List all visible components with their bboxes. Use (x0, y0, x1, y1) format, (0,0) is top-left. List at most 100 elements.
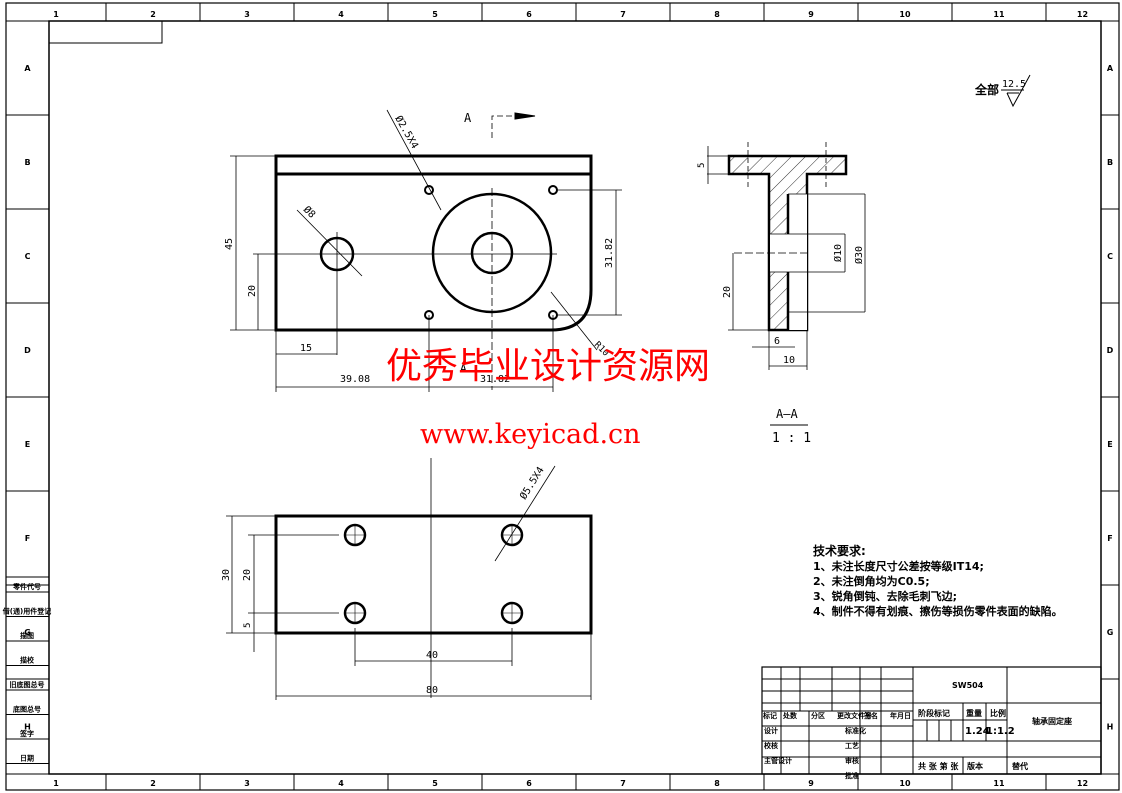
svg-text:30: 30 (221, 569, 232, 581)
svg-text:1 : 1: 1 : 1 (772, 431, 811, 446)
svg-text:底图总号: 底图总号 (13, 705, 41, 714)
zone-col-label: 4 (338, 779, 344, 788)
zone-col-label: 12 (1077, 10, 1088, 19)
zone-col-label: 10 (899, 779, 911, 788)
svg-text:80: 80 (426, 685, 438, 696)
svg-text:标记: 标记 (762, 711, 777, 720)
zone-col-label: 11 (993, 10, 1005, 19)
svg-text:A: A (464, 111, 472, 125)
zone-row-label: H (1107, 723, 1114, 732)
zone-row-label: F (1107, 534, 1112, 543)
zone-row-label: G (24, 628, 31, 637)
zone-col-label: 4 (338, 10, 344, 19)
watermark: 优秀毕业设计资源网 www.keyicad.cn (386, 346, 710, 450)
svg-text:更改文件号: 更改文件号 (837, 711, 872, 720)
svg-text:A—A: A—A (776, 407, 798, 421)
svg-text:批准: 批准 (845, 771, 859, 780)
svg-text:39.08: 39.08 (340, 374, 370, 385)
svg-text:全部: 全部 (974, 82, 999, 97)
svg-text:1、未注长度尺寸公差按等级IT14;: 1、未注长度尺寸公差按等级IT14; (813, 559, 984, 573)
svg-text:日期: 日期 (20, 754, 34, 763)
svg-text:主管设计: 主管设计 (764, 756, 792, 765)
zone-col-label: 8 (714, 779, 720, 788)
zone-col-label: 3 (244, 10, 250, 19)
zone-row-label: G (1107, 628, 1114, 637)
svg-text:年月日: 年月日 (890, 711, 911, 720)
svg-text:Ø5.5X4: Ø5.5X4 (517, 465, 546, 502)
svg-text:处数: 处数 (782, 711, 798, 720)
svg-text:替代: 替代 (1012, 761, 1028, 771)
zone-row-label: D (24, 346, 31, 355)
svg-text:旧底图总号: 旧底图总号 (10, 680, 45, 689)
svg-text:设计: 设计 (764, 726, 778, 735)
svg-text:10: 10 (783, 355, 795, 366)
svg-text:40: 40 (426, 650, 438, 661)
svg-text:12.5: 12.5 (1002, 79, 1026, 90)
svg-text:借(通)用件登记: 借(通)用件登记 (2, 607, 51, 616)
roughness-symbol: 全部 12.5 (974, 74, 1031, 108)
svg-text:SW504: SW504 (952, 681, 984, 690)
zone-col-label: 1 (53, 779, 59, 788)
technical-requirements: 技术要求: 1、未注长度尺寸公差按等级IT14; 2、未注倒角均为C0.5; 3… (813, 543, 1063, 618)
svg-text:20: 20 (242, 569, 253, 581)
svg-text:轴承固定座: 轴承固定座 (1032, 716, 1072, 726)
zone-row-label: B (1107, 158, 1113, 167)
zone-col-label: 5 (432, 10, 438, 19)
svg-text:1.24: 1.24 (965, 726, 990, 737)
svg-text:描校: 描校 (20, 656, 35, 665)
svg-text:www.keyicad.cn: www.keyicad.cn (420, 419, 641, 450)
front-view-dimension-labels: A 45 20 15 39.08 31.82 31.82 Ø2.5X4 Ø8 R… (224, 111, 615, 385)
svg-text:重量: 重量 (966, 708, 982, 718)
zone-col-label: 10 (899, 10, 911, 19)
zone-col-label: 9 (808, 779, 814, 788)
zone-row-label: F (25, 534, 30, 543)
svg-text:31.82: 31.82 (604, 238, 615, 268)
svg-text:20: 20 (247, 285, 258, 297)
svg-text:优秀毕业设计资源网: 优秀毕业设计资源网 (386, 346, 710, 387)
svg-text:4、制件不得有划痕、擦伤等损伤零件表面的缺陷。: 4、制件不得有划痕、擦伤等损伤零件表面的缺陷。 (813, 604, 1063, 618)
svg-text:A: A (460, 362, 467, 375)
zone-row-label: A (1107, 64, 1114, 73)
svg-text:31.82: 31.82 (480, 374, 510, 385)
section-view-labels: 5 20 Ø10 Ø30 6 10 A—A 1 : 1 (697, 163, 865, 446)
svg-text:Ø30: Ø30 (853, 246, 865, 264)
zone-col-label: 6 (526, 10, 532, 19)
zone-col-label: 6 (526, 779, 532, 788)
svg-text:2、未注倒角均为C0.5;: 2、未注倒角均为C0.5; (813, 574, 930, 588)
svg-text:6: 6 (774, 336, 780, 347)
zone-col-label: 11 (993, 779, 1005, 788)
zone-col-label: 8 (714, 10, 720, 19)
svg-text:15: 15 (300, 343, 312, 354)
zone-row-label: D (1107, 346, 1114, 355)
zone-col-label: 7 (620, 10, 626, 19)
zone-col-label: 5 (432, 779, 438, 788)
zone-col-label: 12 (1077, 779, 1088, 788)
svg-text:1:1.2: 1:1.2 (986, 726, 1015, 737)
zone-row-label: E (1107, 440, 1112, 449)
svg-text:签字: 签字 (19, 729, 34, 738)
drawing-no-box (48, 20, 163, 44)
svg-text:比例: 比例 (990, 708, 1006, 718)
svg-text:Ø2.5X4: Ø2.5X4 (392, 114, 420, 151)
front-view (230, 109, 622, 392)
title-block-text: SW504 轴承固定座 阶段标记 重量 比例 1.24 1:1.2 共 张 第 … (762, 681, 1072, 780)
svg-text:版本: 版本 (966, 761, 983, 771)
svg-text:审核: 审核 (845, 756, 859, 765)
zone-col-label: 9 (808, 10, 814, 19)
zone-row-label: H (24, 723, 31, 732)
section-view (707, 142, 866, 370)
svg-text:45: 45 (224, 238, 235, 250)
svg-text:5: 5 (697, 163, 707, 168)
svg-text:共 张 第 张: 共 张 第 张 (918, 761, 959, 771)
svg-text:技术要求:: 技术要求: (813, 543, 866, 558)
svg-text:3、锐角倒钝、去除毛刺飞边;: 3、锐角倒钝、去除毛刺飞边; (813, 589, 957, 603)
zone-col-label: 7 (620, 779, 626, 788)
svg-text:标准化: 标准化 (844, 726, 866, 735)
svg-text:工艺: 工艺 (845, 741, 859, 750)
